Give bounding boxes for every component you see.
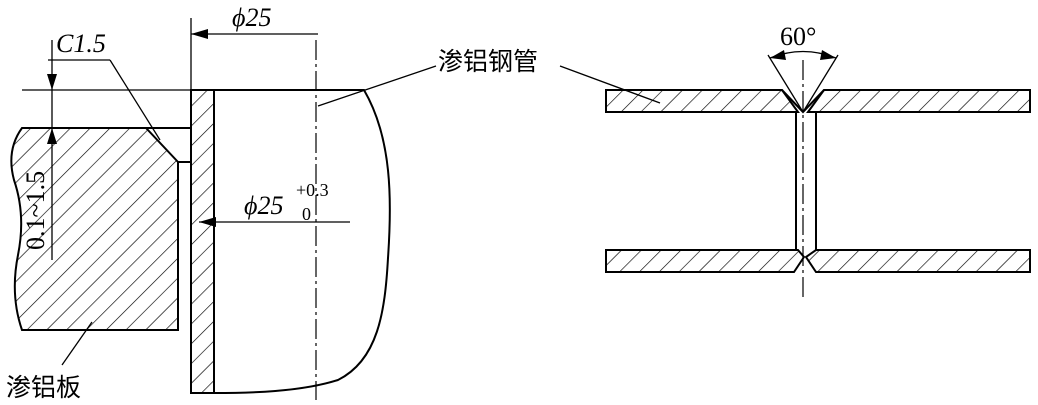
- chamfer-leader-diag: [109, 59, 161, 141]
- bottom-wall-left: [605, 249, 806, 273]
- bottom-wall-right: [804, 249, 1031, 273]
- plate-leader: [61, 321, 93, 366]
- inner-dia-upper-tol: +0.3: [296, 180, 329, 200]
- inner-dia-lower-tol: 0: [302, 204, 311, 224]
- pipe-outline: [213, 89, 391, 394]
- top-wall-right: [806, 89, 1031, 113]
- right-view: 60°: [605, 22, 1031, 298]
- pipe-leader-left: [317, 65, 437, 107]
- clearance-arrow-bottom: [47, 128, 57, 144]
- clearance-arrow-top: [47, 74, 57, 90]
- pipe-label: 渗铝钢管: [438, 47, 538, 76]
- angle-label: 60°: [780, 22, 816, 51]
- outer-dia-arrow: [191, 29, 208, 39]
- left-view: C1.5 0.1~1.5 ϕ25 ϕ25 +0.3 0 渗铝板: [6, 3, 391, 402]
- angle-arrow-right: [820, 50, 836, 60]
- plate-label: 渗铝板: [6, 373, 81, 402]
- outer-dia-label: ϕ25: [232, 3, 271, 32]
- angle-ext-right: [802, 54, 839, 113]
- top-wall-left: [605, 89, 800, 113]
- chamfer-label: C1.5: [56, 29, 106, 58]
- angle-ext-left: [767, 54, 804, 113]
- inner-dia-label: ϕ25: [244, 191, 283, 220]
- pipe-label-group: 渗铝钢管: [317, 47, 661, 107]
- pipe-wall: [190, 89, 215, 394]
- inner-dia-arrow: [199, 217, 216, 227]
- aluminized-plate: [10, 127, 179, 331]
- angle-arrow-left: [770, 50, 786, 60]
- clearance-label: 0.1~1.5: [21, 171, 50, 250]
